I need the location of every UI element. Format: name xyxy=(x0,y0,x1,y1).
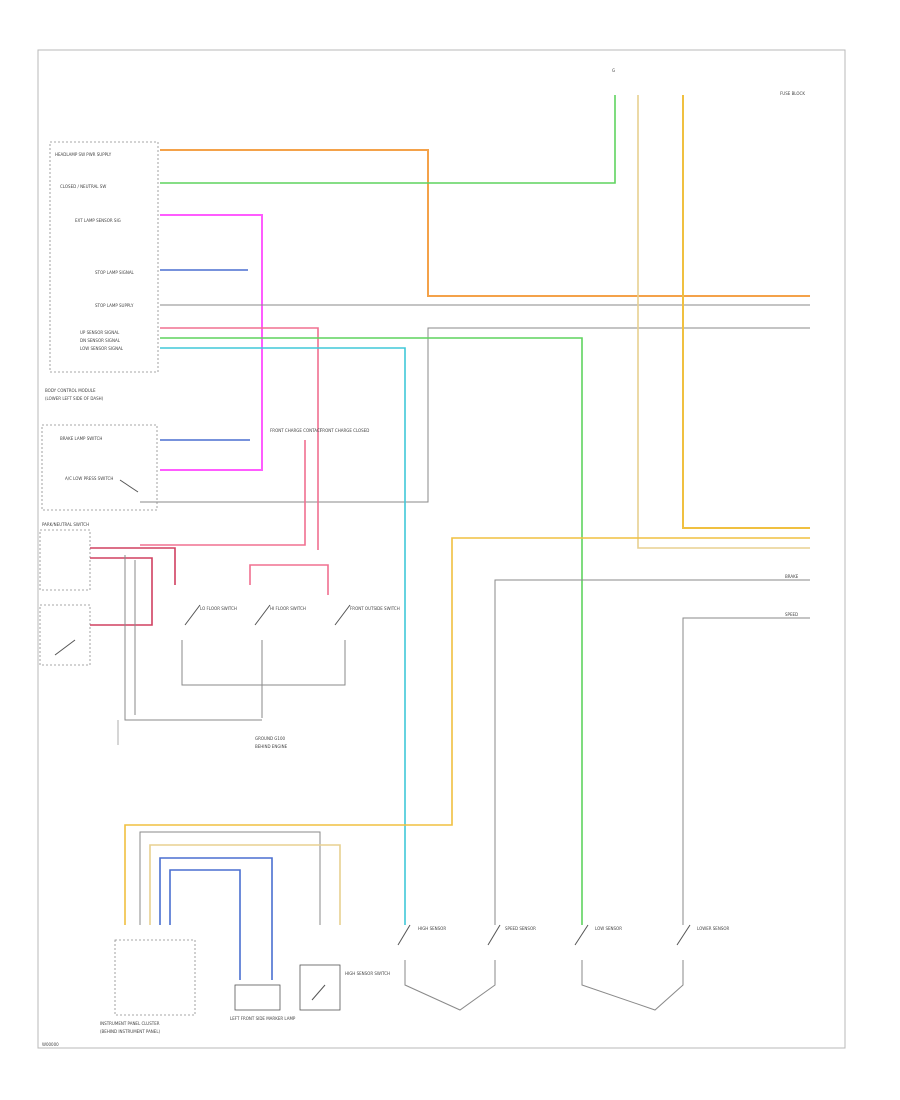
sensor-label-1: HIGH SENSOR xyxy=(418,926,446,931)
footer-code: W00000 xyxy=(42,1042,59,1047)
wire-blue-bottom xyxy=(159,857,273,980)
label-hdlp-3: EXT LAMP SENSOR SIG xyxy=(75,218,121,223)
switch-box xyxy=(41,424,158,511)
wire-cyan xyxy=(160,347,406,925)
label-sw-b: A/C LOW PRESS SWITCH xyxy=(65,476,113,481)
module-sub: (LOWER LEFT SIDE OF DASH) xyxy=(45,396,104,401)
module-name: BODY CONTROL MODULE xyxy=(45,388,96,393)
left-switch-box xyxy=(39,529,91,591)
sensor-switch-2 xyxy=(487,924,501,946)
sensor-label-2: SPEED SENSOR xyxy=(505,926,536,931)
sensor-switch-4 xyxy=(676,924,691,946)
label-sw-e: HI FLOOR SWITCH xyxy=(270,606,306,611)
hi-sensor-switch xyxy=(311,984,326,1001)
wire-gray-return xyxy=(140,327,810,503)
wire-magenta xyxy=(160,214,263,471)
wire-red-1 xyxy=(90,547,176,585)
wire-tan xyxy=(149,844,341,925)
wire-switch-ground xyxy=(181,640,346,718)
lamp-label: LEFT FRONT SIDE MARKER LAMP xyxy=(230,1016,296,1021)
wire-green-lower xyxy=(160,337,583,925)
sensor-label-4: LOWER SENSOR xyxy=(697,926,730,931)
label-hdlp-7: DN SENSOR SIGNAL xyxy=(80,338,121,343)
wire-yellow-3 xyxy=(124,537,810,925)
sensor-label-3: LOW SENSOR xyxy=(595,926,622,931)
top-ground-label: G xyxy=(612,68,615,73)
label-hdlp-5: STOP LAMP SUPPLY xyxy=(95,303,134,308)
label-sw-a: BRAKE LAMP SWITCH xyxy=(60,436,102,441)
ground-label: GROUND G100 xyxy=(255,736,285,741)
ground-v-left xyxy=(404,960,496,1011)
switch-contact-ac xyxy=(119,479,139,493)
right-label-1: BRAKE xyxy=(785,574,799,579)
ground-v-right xyxy=(581,960,684,1011)
right-label-2: SPEED xyxy=(785,612,798,617)
bottom-module-box xyxy=(114,939,196,1016)
wire-orange xyxy=(160,149,810,297)
wire-pink xyxy=(160,327,319,550)
switch-hi-floor xyxy=(254,604,271,626)
hi-sensor-box xyxy=(299,964,341,1011)
switch-contact-left xyxy=(54,639,76,656)
upper-module-box xyxy=(49,141,159,373)
wire-pink-relay xyxy=(140,440,306,546)
label-hdlp-8: LOW SENSOR SIGNAL xyxy=(80,346,124,351)
lamp-box xyxy=(234,984,281,1011)
bottom-module: INSTRUMENT PANEL CLUSTER xyxy=(100,1021,160,1026)
relay-1: FRONT CHARGE CONTACT xyxy=(270,428,323,433)
wire-green-top xyxy=(160,95,616,184)
wire-ground-bus xyxy=(124,555,262,721)
left-switch-box-2 xyxy=(39,604,91,666)
label-hdlp-1: HEADLAMP SW PWR SUPPLY xyxy=(55,152,112,157)
label-sw-c: PARK/NEUTRAL SWITCH xyxy=(42,522,89,527)
sensor-switch-3 xyxy=(574,924,589,946)
wire-brake xyxy=(682,617,810,925)
top-right-label: FUSE BLOCK xyxy=(780,91,805,96)
wire-blue-bottom-2 xyxy=(169,869,241,980)
wire-bottom-gray xyxy=(139,831,321,925)
label-hdlp-6: UP SENSOR SIGNAL xyxy=(80,330,120,335)
switch-lo-floor xyxy=(184,604,201,626)
wire-pink-3 xyxy=(249,564,329,595)
wire-speed xyxy=(494,579,810,925)
label-sw-d: LO FLOOR SWITCH xyxy=(200,606,237,611)
hi-sensor-label: HIGH SENSOR SWITCH xyxy=(345,971,390,976)
wire-yellow-2 xyxy=(637,95,810,549)
wire-yellow-1 xyxy=(682,95,810,529)
label-sw-f: FRONT OUTSIDE SWITCH xyxy=(350,606,400,611)
relay-2: FRONT CHARGE CLOSED xyxy=(320,428,369,433)
label-hdlp-2: CLOSED / NEUTRAL SW xyxy=(60,184,106,189)
sensor-switch-1 xyxy=(397,924,411,946)
diagram-frame xyxy=(37,49,846,1049)
ground-note: BEHIND ENGINE xyxy=(255,744,288,749)
wire-red-2 xyxy=(90,557,153,626)
bottom-module-2: (BEHIND INSTRUMENT PANEL) xyxy=(100,1029,161,1034)
switch-front-outside xyxy=(334,604,351,626)
label-hdlp-4: STOP LAMP SIGNAL xyxy=(95,270,135,275)
